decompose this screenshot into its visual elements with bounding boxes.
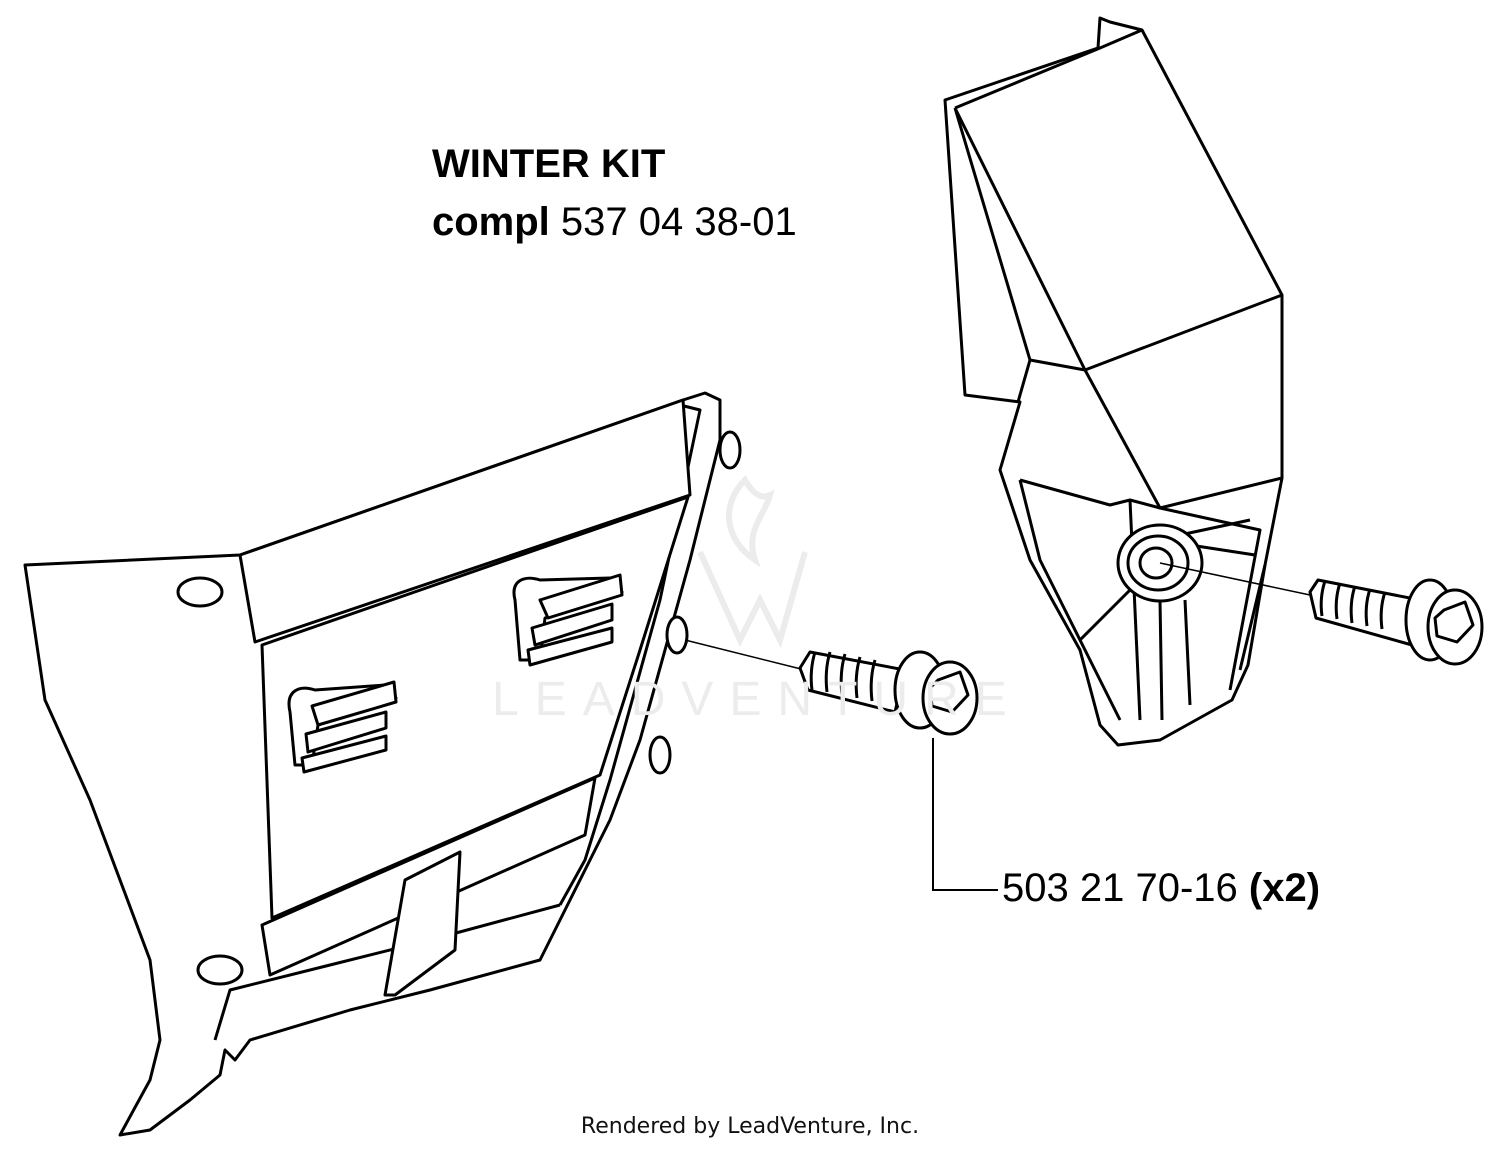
bolt-right: [1159, 562, 1484, 666]
leadventure-logo-icon: [697, 475, 808, 649]
mounting-clip: [287, 680, 398, 774]
bolt-part-number: 503 21 70-16: [1002, 866, 1238, 910]
snow-guard: [943, 16, 1284, 747]
diagram-title: WINTER KIT: [432, 142, 666, 186]
kit-prefix: compl: [432, 200, 550, 244]
footer-credit: Rendered by LeadVenture, Inc.: [580, 1114, 920, 1139]
callout-leader-line: [932, 738, 998, 891]
bolt-quantity: (x2): [1248, 866, 1321, 910]
kit-part-number: compl 537 04 38-01: [432, 198, 797, 246]
kit-number: 537 04 38-01: [560, 200, 797, 244]
mounting-clip: [512, 573, 624, 667]
bolt-left: [684, 639, 979, 736]
bolt-part-callout: 503 21 70-16 (x2): [1002, 864, 1320, 912]
cover-plate: [23, 391, 742, 1137]
watermark-text: LEADVENTURE: [492, 673, 1023, 726]
